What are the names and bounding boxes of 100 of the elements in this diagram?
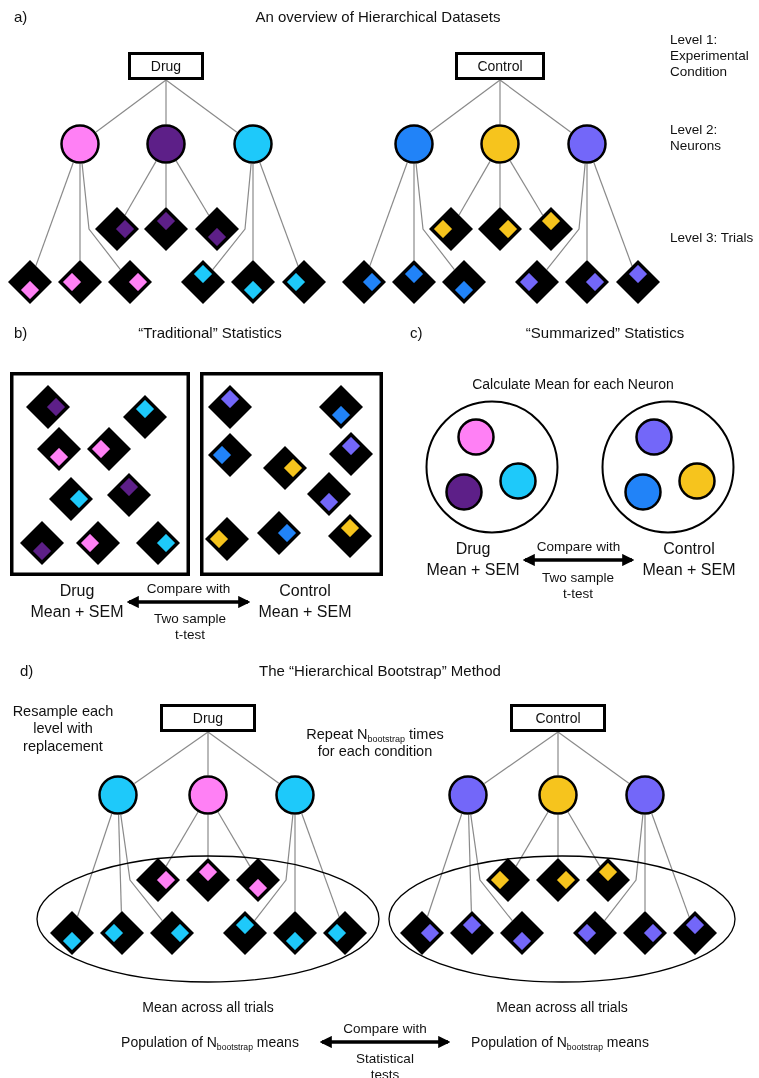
- tree-line: [79, 163, 81, 261]
- level-label: Level 3: Trials: [670, 230, 755, 247]
- trial-diamond: [529, 207, 573, 251]
- tree-line: [546, 163, 586, 271]
- tree-line: [118, 814, 122, 913]
- tree-line: [557, 731, 559, 776]
- trial-diamond: [486, 858, 530, 902]
- stat-label: Mean + SEM: [641, 560, 737, 580]
- trial-diamond: [329, 432, 373, 476]
- tree-line: [207, 731, 280, 784]
- edge-label: Compare with: [535, 539, 622, 556]
- condition-box: Drug: [128, 52, 204, 80]
- neuron-circle: [448, 775, 488, 815]
- panel-letter: b): [14, 324, 29, 342]
- stat-label: Mean + SEM: [257, 602, 353, 622]
- tree-line: [509, 160, 544, 216]
- tree-line: [81, 163, 121, 271]
- condition-box: Drug: [160, 704, 256, 732]
- tree-line: [133, 731, 209, 785]
- resample-ellipse: [388, 855, 736, 983]
- result-label: Population of N$_{bootstrap}$ means: [120, 1033, 300, 1054]
- trial-diamond: [50, 911, 94, 955]
- condition-box: Control: [510, 704, 606, 732]
- tree-line: [426, 813, 463, 918]
- group-name: Drug: [454, 539, 492, 559]
- trial-diamond: [623, 911, 667, 955]
- neuron-circle: [499, 462, 537, 500]
- panel-letter: d): [20, 662, 35, 680]
- tree-line: [165, 79, 167, 125]
- tree-line: [515, 811, 549, 867]
- neuron-circle: [146, 124, 186, 164]
- trial-diamond: [26, 385, 70, 429]
- tree-line: [252, 163, 254, 261]
- tree-line: [499, 163, 501, 208]
- trial-diamond: [37, 427, 81, 471]
- tree-line: [593, 162, 633, 267]
- trial-diamond: [323, 911, 367, 955]
- edge-label: Compare with: [145, 581, 232, 598]
- trial-diamond: [100, 911, 144, 955]
- step-label: Mean across all trials: [141, 999, 275, 1016]
- neuron-circle: [275, 775, 315, 815]
- trial-diamond: [186, 858, 230, 902]
- trial-diamond: [673, 911, 717, 955]
- tree-line: [369, 162, 408, 267]
- trial-diamond: [87, 427, 131, 471]
- neuron-circle: [678, 462, 716, 500]
- edge-label: Compare with: [342, 1021, 428, 1038]
- group-circle: [425, 400, 559, 534]
- compare-arrow: [522, 553, 635, 567]
- trial-diamond: [150, 911, 194, 955]
- tree-line: [499, 79, 572, 133]
- tree-line: [207, 731, 209, 776]
- trial-diamond: [107, 473, 151, 517]
- tree-line: [124, 160, 157, 216]
- trial-diamond: [328, 514, 372, 558]
- tree-line: [644, 814, 646, 912]
- trial-diamond: [429, 207, 473, 251]
- group-name: Control: [278, 581, 332, 601]
- trial-diamond: [500, 911, 544, 955]
- neuron-circle: [60, 124, 100, 164]
- tree-line: [301, 813, 340, 918]
- trial-diamond: [144, 207, 188, 251]
- trial-diamond: [236, 858, 280, 902]
- trial-diamond: [565, 260, 609, 304]
- tree-line: [567, 811, 601, 867]
- tree-line: [165, 163, 167, 208]
- tree-line: [499, 79, 501, 125]
- panel-title: “Summarized” Statistics: [524, 324, 686, 342]
- tree-line: [35, 162, 74, 267]
- trial-diamond: [400, 911, 444, 955]
- neuron-circle: [480, 124, 520, 164]
- tree-line: [165, 79, 238, 133]
- trial-diamond: [536, 858, 580, 902]
- tree-line: [413, 163, 415, 261]
- level-label: Level 1: Experimental Condition: [670, 32, 750, 81]
- trial-diamond: [208, 385, 252, 429]
- trial-diamond: [49, 477, 93, 521]
- trial-diamond: [392, 260, 436, 304]
- trial-diamond: [450, 911, 494, 955]
- stat-label: Mean + SEM: [29, 602, 125, 622]
- panel-letter: a): [14, 8, 29, 26]
- trial-diamond: [342, 260, 386, 304]
- neuron-circle: [635, 418, 673, 456]
- trial-diamond: [20, 521, 64, 565]
- tree-line: [259, 162, 299, 267]
- tree-line: [294, 814, 296, 912]
- panel-letter: c): [410, 324, 424, 342]
- level-label: Level 2: Neurons: [670, 122, 723, 155]
- tree-line: [429, 79, 501, 133]
- trial-diamond: [223, 911, 267, 955]
- tree-line: [415, 163, 455, 271]
- trial-diamond: [136, 521, 180, 565]
- tree-line: [651, 813, 690, 918]
- trial-diamond: [195, 207, 239, 251]
- step-label: Calculate Mean for each Neuron: [471, 376, 675, 393]
- trial-diamond: [282, 260, 326, 304]
- stat-label: Mean + SEM: [425, 560, 521, 580]
- group-circle: [601, 400, 735, 534]
- trial-diamond: [208, 433, 252, 477]
- step-label: Repeat N$_{bootstrap}$ times for each condition: [305, 726, 445, 761]
